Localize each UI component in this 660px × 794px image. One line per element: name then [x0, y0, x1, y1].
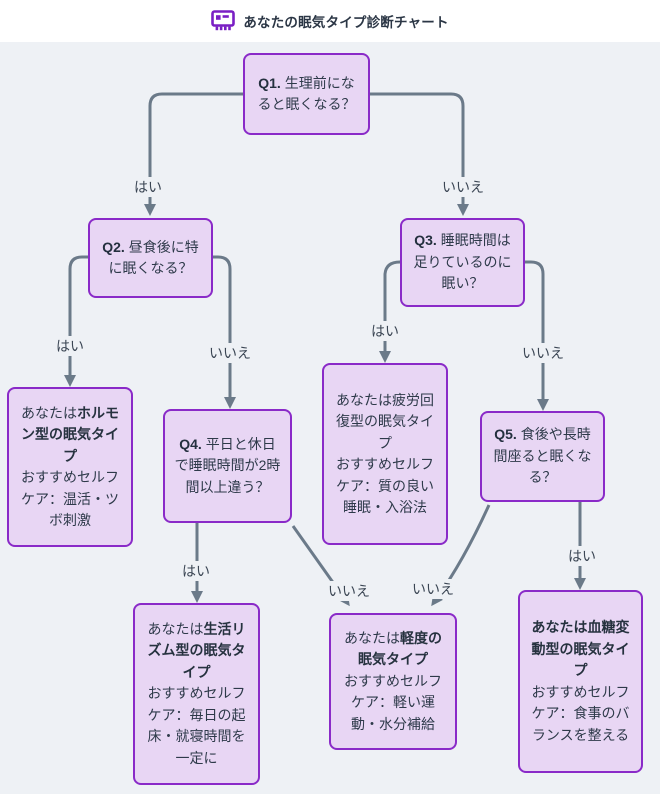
node-result-mild: あなたは軽度の眠気タイプ おすすめセルフケア：軽い運動・水分補給: [329, 613, 457, 750]
question-text: Q4.平日と休日で睡眠時間が2時間以上違う？: [174, 435, 281, 495]
result-care: おすすめセルフケア：質の良い睡眠・入浴法: [336, 456, 434, 515]
node-q5: Q5.食後や長時間座ると眠くなる？: [480, 411, 605, 502]
question-text: Q5.食後や長時間座ると眠くなる？: [493, 426, 592, 486]
edge-label-q5-no: いいえ: [409, 579, 457, 599]
edge-q1-yes: [144, 92, 243, 216]
edge-q2-no: [213, 255, 236, 409]
edge-label-q4-no: いいえ: [325, 581, 373, 601]
node-q2: Q2.昼食後に特に眠くなる？: [88, 218, 213, 298]
edge-q2-yes: [64, 255, 88, 387]
edge-label-q2-yes: はい: [53, 336, 87, 356]
question-text: Q3.睡眠時間は足りているのに眠い？: [413, 232, 512, 292]
result-care: おすすめセルフケア：温活・ツボ刺激: [21, 469, 119, 528]
edge-label-q2-no: いいえ: [206, 343, 254, 363]
flow-edges: [64, 92, 586, 607]
result-care: おすすめセルフケア：軽い運動・水分補給: [344, 672, 442, 732]
result-type: あなたは血糖変動型の眠気タイプ: [531, 619, 630, 678]
page-header: あなたの眠気タイプ診断チャート: [0, 0, 660, 42]
edge-q3-yes: [379, 260, 401, 363]
edge-label-q4-yes: はい: [179, 561, 213, 581]
result-care: おすすめセルフケア：食事のバランスを整える: [531, 683, 630, 743]
edge-label-q5-yes: はい: [565, 546, 599, 566]
result-type: あなたはホルモン型の眠気タイプ: [21, 404, 119, 464]
flowchart-canvas: はい いいえ はい いいえ はい いいえ はい いいえ いいえ はい Q1.生理…: [0, 42, 660, 794]
result-type: あなたは軽度の眠気タイプ: [344, 629, 442, 668]
node-q3: Q3.睡眠時間は足りているのに眠い？: [400, 218, 525, 307]
edge-q1-no: [370, 92, 469, 216]
edge-label-q3-yes: はい: [368, 321, 402, 341]
question-text: Q1.生理前になると眠くなる？: [257, 74, 356, 113]
page-title: あなたの眠気タイプ診断チャート: [243, 15, 449, 30]
result-type: あなたは生活リズム型の眠気タイプ: [147, 620, 246, 680]
edge-label-q3-no: いいえ: [519, 343, 567, 363]
node-result-fatigue: あなたは疲労回復型の眠気タイプ おすすめセルフケア：質の良い睡眠・入浴法: [322, 363, 448, 545]
result-type: あなたは疲労回復型の眠気タイプ: [336, 391, 434, 451]
presentation-board-icon: [211, 10, 236, 32]
node-q4: Q4.平日と休日で睡眠時間が2時間以上違う？: [163, 409, 292, 523]
node-result-hormone: あなたはホルモン型の眠気タイプ おすすめセルフケア：温活・ツボ刺激: [7, 387, 133, 547]
node-result-bloodsugar: あなたは血糖変動型の眠気タイプ おすすめセルフケア：食事のバランスを整える: [518, 590, 643, 773]
question-text: Q2.昼食後に特に眠くなる？: [102, 238, 199, 277]
result-care: おすすめセルフケア：毎日の起床・就寝時間を一定に: [147, 685, 246, 766]
edge-label-q1-yes: はい: [131, 177, 165, 197]
edge-q3-no: [525, 260, 549, 411]
node-q1: Q1.生理前になると眠くなる？: [243, 53, 370, 135]
edge-label-q1-no: いいえ: [439, 177, 487, 197]
node-result-rhythm: あなたは生活リズム型の眠気タイプ おすすめセルフケア：毎日の起床・就寝時間を一定…: [133, 603, 260, 785]
